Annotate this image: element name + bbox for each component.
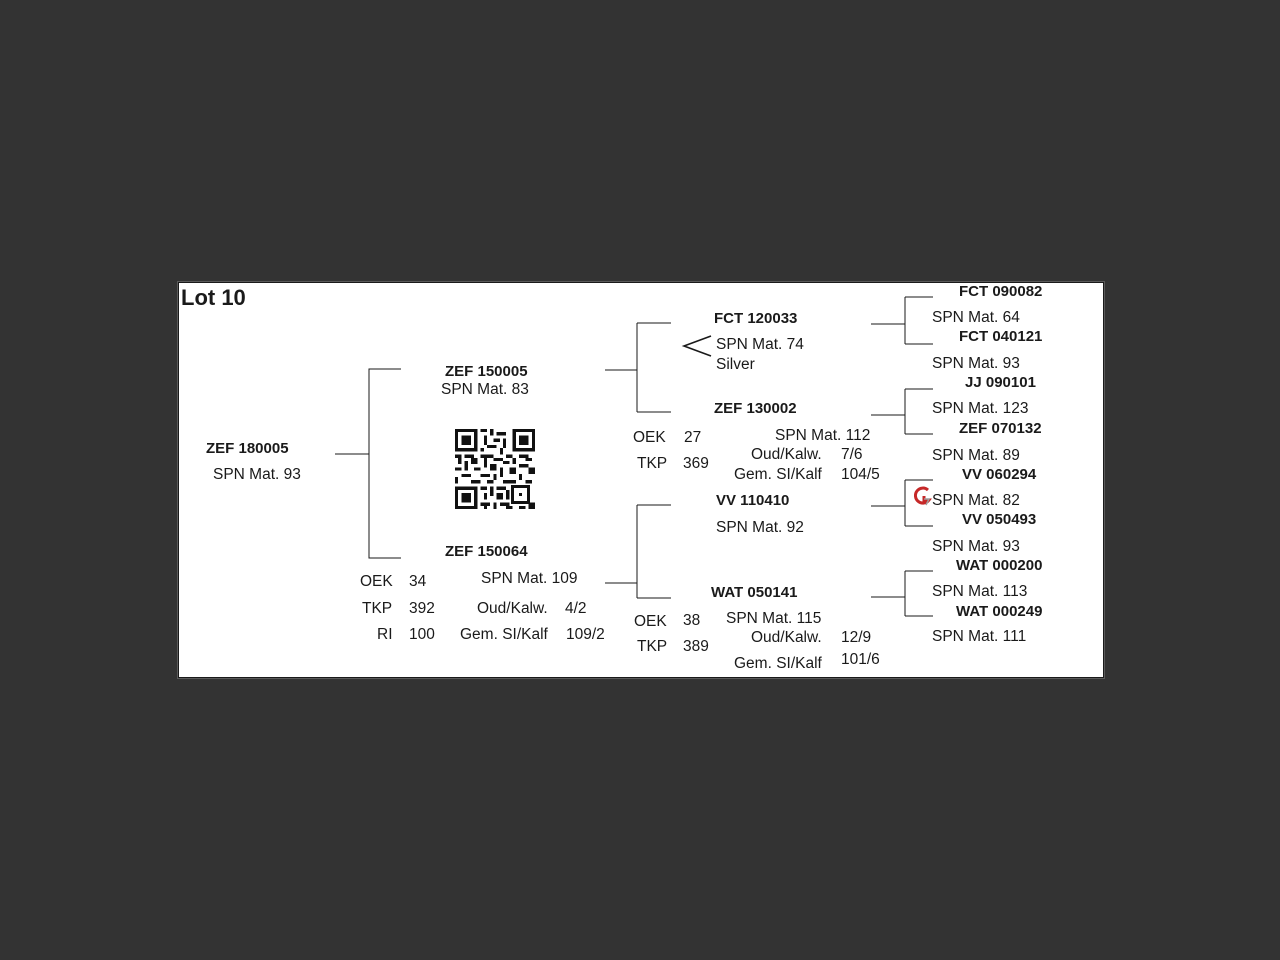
dam-sire-spn: SPN Mat. 92 <box>716 519 804 536</box>
ggp-5-id: VV 060294 <box>962 466 1037 483</box>
dam-oek-value: 34 <box>409 573 427 590</box>
ggp-2-spn: SPN Mat. 93 <box>932 355 1020 372</box>
ggp-7-id: WAT 000200 <box>956 557 1043 574</box>
ggp-6-id: VV 050493 <box>962 511 1037 528</box>
ggp-1-spn: SPN Mat. 64 <box>932 309 1020 326</box>
ggp-5-spn: SPN Mat. 82 <box>932 492 1020 509</box>
sire-spn: SPN Mat. 83 <box>441 381 529 398</box>
dam-oek-label: OEK <box>360 573 393 590</box>
ggp-2-id: FCT 040121 <box>959 328 1043 345</box>
ggp-7-spn: SPN Mat. 113 <box>932 583 1028 600</box>
sire-dam-tkp-label: TKP <box>637 455 668 472</box>
dam-oud-value: 4/2 <box>565 600 587 617</box>
dam-tkp-label: TKP <box>362 600 393 617</box>
ggp-3-spn: SPN Mat. 123 <box>932 400 1029 417</box>
dam-dam-oek-label: OEK <box>634 613 667 630</box>
less-than-arrow-icon <box>681 335 712 357</box>
ggp-3-id: JJ 090101 <box>965 374 1036 391</box>
sire-dam-id: ZEF 130002 <box>714 400 797 417</box>
lot-title: Lot 10 <box>181 285 246 310</box>
sire-dam-spn: SPN Mat. 112 <box>775 427 871 444</box>
dam-dam-oud-value: 12/9 <box>841 629 872 646</box>
dam-dam-id: WAT 050141 <box>711 584 798 601</box>
dam-sire-id: VV 110410 <box>716 492 790 509</box>
dam-dam-gem-label: Gem. SI/Kalf <box>734 655 822 672</box>
animal-id: ZEF 180005 <box>206 440 289 457</box>
sire-dam-tkp-value: 369 <box>683 455 709 472</box>
sire-sire-award: Silver <box>716 356 755 373</box>
sire-dam-oek-value: 27 <box>684 429 702 446</box>
sire-dam-oud-value: 7/6 <box>841 446 863 463</box>
sire-dam-gem-label: Gem. SI/Kalf <box>734 466 822 483</box>
dam-gem-label: Gem. SI/Kalf <box>460 626 548 643</box>
sire-sire-id: FCT 120033 <box>714 310 798 327</box>
dam-dam-tkp-label: TKP <box>637 638 668 655</box>
dam-ri-value: 100 <box>409 626 435 643</box>
dam-dam-spn: SPN Mat. 115 <box>726 610 822 627</box>
dam-dam-oud-label: Oud/Kalw. <box>751 629 822 646</box>
sire-id: ZEF 150005 <box>445 363 528 380</box>
pedigree-lines <box>335 296 933 617</box>
sire-dam-oek-label: OEK <box>633 429 666 446</box>
dam-tkp-value: 392 <box>409 600 435 617</box>
dam-id: ZEF 150064 <box>445 543 528 560</box>
dam-spn: SPN Mat. 109 <box>481 570 578 587</box>
ggp-1-id: FCT 090082 <box>959 283 1043 300</box>
qr-code <box>455 429 535 509</box>
ggp-8-spn: SPN Mat. 111 <box>932 628 1027 645</box>
dam-ri-label: RI <box>377 626 393 643</box>
dam-oud-label: Oud/Kalw. <box>477 600 548 617</box>
ggp-6-spn: SPN Mat. 93 <box>932 538 1020 555</box>
sire-dam-oud-label: Oud/Kalw. <box>751 446 822 463</box>
dam-dam-tkp-value: 389 <box>683 638 709 655</box>
ggp-8-id: WAT 000249 <box>956 603 1043 620</box>
ggp-4-spn: SPN Mat. 89 <box>932 447 1020 464</box>
sire-sire-spn: SPN Mat. 74 <box>716 336 804 353</box>
breeder-logo-icon <box>913 486 932 506</box>
dam-dam-gem-value: 101/6 <box>841 651 880 668</box>
pedigree-sheet: Lot 10 ZEF 180005 SPN Mat. 93 ZEF 150005… <box>178 282 1104 678</box>
ggp-4-id: ZEF 070132 <box>959 420 1042 437</box>
dam-gem-value: 109/2 <box>566 626 605 643</box>
dam-dam-oek-value: 38 <box>683 612 701 629</box>
sire-dam-gem-value: 104/5 <box>841 466 880 483</box>
animal-spn: SPN Mat. 93 <box>213 466 301 483</box>
